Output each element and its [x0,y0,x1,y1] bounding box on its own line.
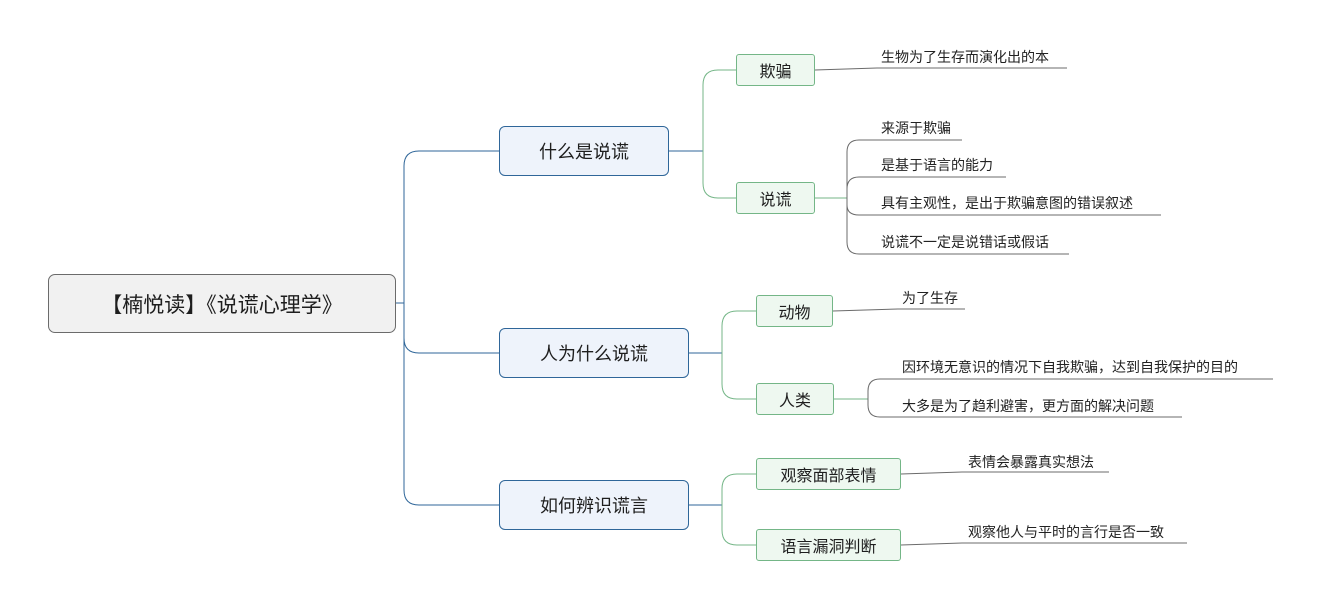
connector-leaf [867,378,1273,399]
root-topic[interactable]: 【楠悦读】《说谎心理学》 [48,274,396,333]
subtopic-animals[interactable]: 动物 [756,295,833,327]
connector-branch-1-sub-2 [702,151,736,199]
leaf-topic[interactable]: 表情会暴露真实想法 [968,455,1094,471]
connector-branch-2-sub-1 [721,310,756,353]
subtopic-deception[interactable]: 欺骗 [736,54,815,86]
leaf-topic[interactable]: 是基于语言的能力 [881,158,993,174]
connector-root-branch-3 [403,303,499,506]
leaf-topic[interactable]: 观察他人与平时的言行是否一致 [968,525,1164,541]
leaf-topic[interactable]: 具有主观性，是出于欺骗意图的错误叙述 [881,196,1133,212]
connector-branch-3-sub-1 [721,473,756,505]
subtopic-facial-expression[interactable]: 观察面部表情 [756,458,901,490]
connector-leaf [867,399,1182,418]
connector-leaf [900,471,1109,475]
connector-leaf [846,176,1006,198]
connector-leaf [846,198,1069,255]
connector-branch-3-sub-2 [721,505,756,546]
connector-root-branch-1 [403,150,499,303]
leaf-topic[interactable]: 为了生存 [902,291,958,307]
main-topic-what-is-lying[interactable]: 什么是说谎 [499,126,669,176]
subtopic-humans[interactable]: 人类 [756,383,834,415]
leaf-topic[interactable]: 说谎不一定是说错话或假话 [881,235,1049,251]
leaf-topic[interactable]: 因环境无意识的情况下自我欺骗，达到自我保护的目的 [902,360,1238,376]
leaf-topic[interactable]: 大多是为了趋利避害，更方面的解决问题 [902,399,1154,415]
connector-leaf [900,542,1187,546]
subtopic-lying[interactable]: 说谎 [736,182,815,214]
subtopic-language-loophole[interactable]: 语言漏洞判断 [756,529,901,561]
connector-root-branch-2 [403,303,499,354]
connector-branch-1-sub-1 [702,69,736,151]
connector-leaf [832,308,965,312]
connector-leaf [846,139,962,198]
connector-leaf [814,67,1067,71]
main-topic-detect-lies[interactable]: 如何辨识谎言 [499,480,689,530]
leaf-topic[interactable]: 来源于欺骗 [881,121,951,137]
connector-branch-2-sub-2 [721,353,756,400]
main-topic-why-lie[interactable]: 人为什么说谎 [499,328,689,378]
leaf-topic[interactable]: 生物为了生存而演化出的本 [881,50,1049,66]
